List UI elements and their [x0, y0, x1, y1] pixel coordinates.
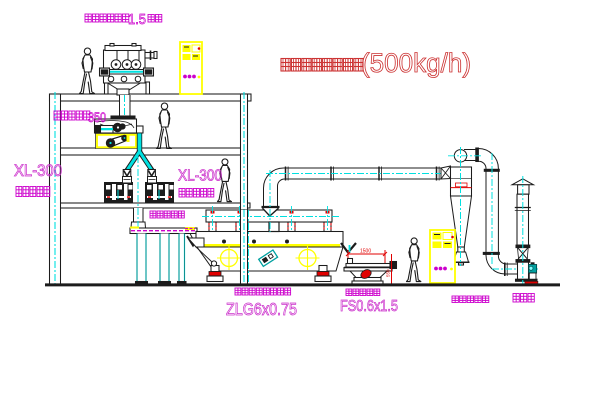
- svg-text:1.5: 1.5: [128, 11, 146, 28]
- svg-text:350: 350: [88, 109, 106, 125]
- svg-text:1500: 1500: [360, 249, 371, 255]
- svg-text:(500kg/h): (500kg/h): [361, 48, 471, 78]
- svg-text:550: 550: [386, 269, 391, 277]
- svg-text:ZLG6x0.75: ZLG6x0.75: [226, 299, 297, 319]
- svg-text:XL-300: XL-300: [14, 161, 62, 180]
- svg-text:FS0.6x1.5: FS0.6x1.5: [340, 298, 398, 315]
- svg-text:XL-300: XL-300: [178, 168, 222, 185]
